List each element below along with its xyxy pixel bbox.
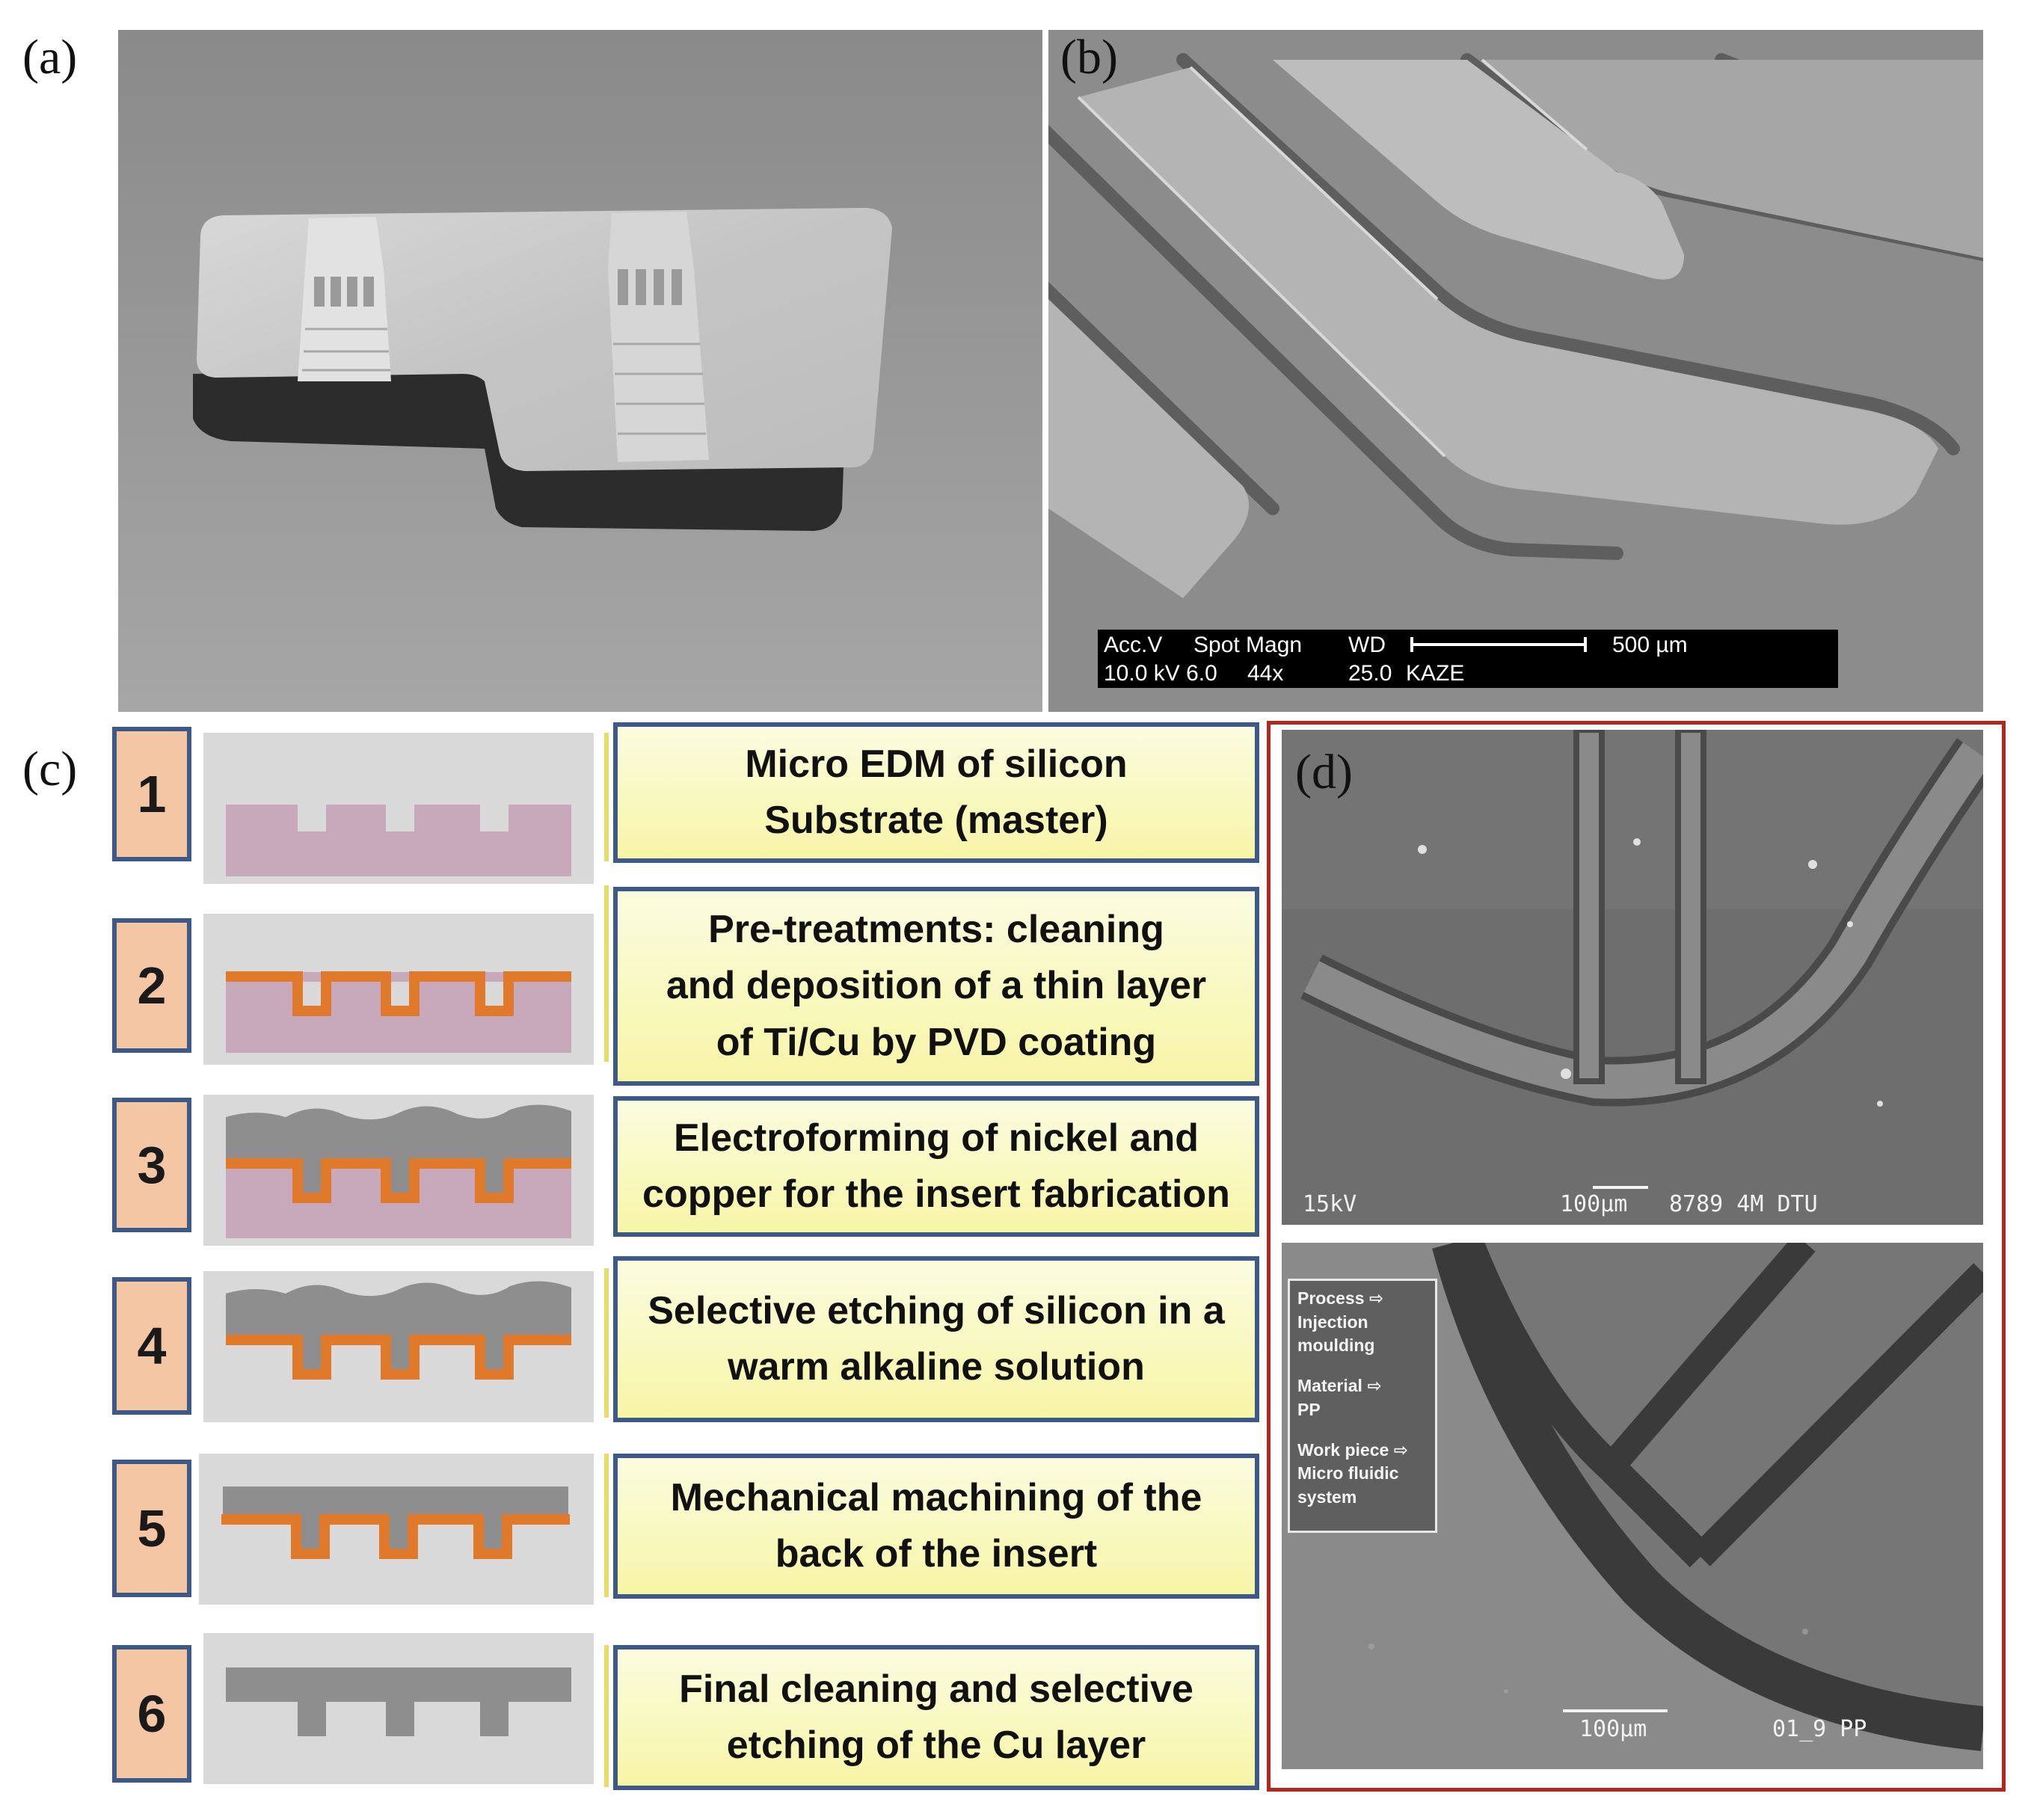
sem-scale-bar	[1410, 637, 1587, 652]
sem-wd-value: 25.0	[1348, 661, 1392, 686]
sem-values: 10.0 kV 6.0	[1104, 661, 1217, 686]
sem-acc-v-header: Acc.V	[1104, 633, 1163, 657]
panel-d-top-code: 8789 4M DTU	[1669, 1191, 1818, 1217]
sem-spot-magn-header: Spot Magn	[1193, 633, 1303, 657]
step-2-number: 2	[112, 918, 191, 1053]
step-4-diagram	[203, 1271, 594, 1422]
panel-d-label: (d)	[1295, 745, 1353, 799]
step-5-diagram	[199, 1454, 594, 1605]
info-material-label: Material ⇨	[1297, 1376, 1382, 1396]
panel-d-frame	[1267, 721, 2006, 1792]
panel-d-top-scale: 100µm	[1560, 1191, 1628, 1217]
panel-a-photo-insert	[118, 30, 1042, 712]
sem-magn-value: 44x	[1247, 661, 1284, 686]
panel-d-top-kv: 15kV	[1303, 1191, 1357, 1217]
panel-b-sem-image	[1048, 30, 1983, 712]
sem-wd-header: WD	[1348, 633, 1386, 657]
info-process-value-2: moulding	[1297, 1335, 1375, 1356]
step-5-number: 5	[112, 1460, 191, 1597]
panel-d-bottom-code: 01_9 PP	[1772, 1716, 1867, 1742]
sem-operator: KAZE	[1406, 661, 1465, 686]
info-process-value-1: Injection	[1297, 1312, 1368, 1332]
step-1-diagram	[203, 733, 594, 884]
step-6-number: 6	[112, 1645, 191, 1783]
step-5-connector	[604, 1454, 609, 1597]
step-4-connector	[604, 1268, 609, 1418]
sem-scale-label: 500 µm	[1612, 633, 1688, 657]
step-1-connector	[604, 733, 609, 861]
step-6-diagram	[203, 1633, 594, 1784]
step-3-number: 3	[112, 1098, 191, 1232]
step-2-diagram	[203, 914, 594, 1065]
step-1-number: 1	[112, 727, 191, 861]
step-4-number: 4	[112, 1277, 191, 1415]
panel-d-bottom-scale: 100µm	[1579, 1716, 1647, 1742]
panel-a-label: (a)	[22, 30, 78, 84]
info-material-value: PP	[1297, 1399, 1321, 1419]
info-workpiece-label: Work piece ⇨	[1297, 1439, 1408, 1460]
panel-c-label: (c)	[22, 742, 78, 796]
panel-d-top-scale-bar	[1593, 1186, 1648, 1189]
panel-b-label: (b)	[1060, 30, 1118, 84]
panel-d-bottom-sem-image	[1282, 1243, 1983, 1769]
info-workpiece-value-2: system	[1297, 1487, 1357, 1507]
info-process-label: Process ⇨	[1297, 1288, 1384, 1308]
step-6-connector	[604, 1645, 609, 1787]
panel-d-bottom-scale-bar	[1563, 1709, 1668, 1712]
panel-b-sem-info-bar: Acc.V Spot Magn WD 500 µm 10.0 kV 6.0 44…	[1098, 630, 1838, 688]
panel-d-bottom-info-box: Process ⇨ Injection moulding Material ⇨ …	[1288, 1279, 1437, 1533]
step-2-connector	[604, 885, 609, 1062]
panel-d-top-sem-image	[1282, 730, 1983, 1225]
info-workpiece-value-1: Micro fluidic	[1297, 1463, 1399, 1484]
step-3-diagram	[203, 1095, 594, 1246]
